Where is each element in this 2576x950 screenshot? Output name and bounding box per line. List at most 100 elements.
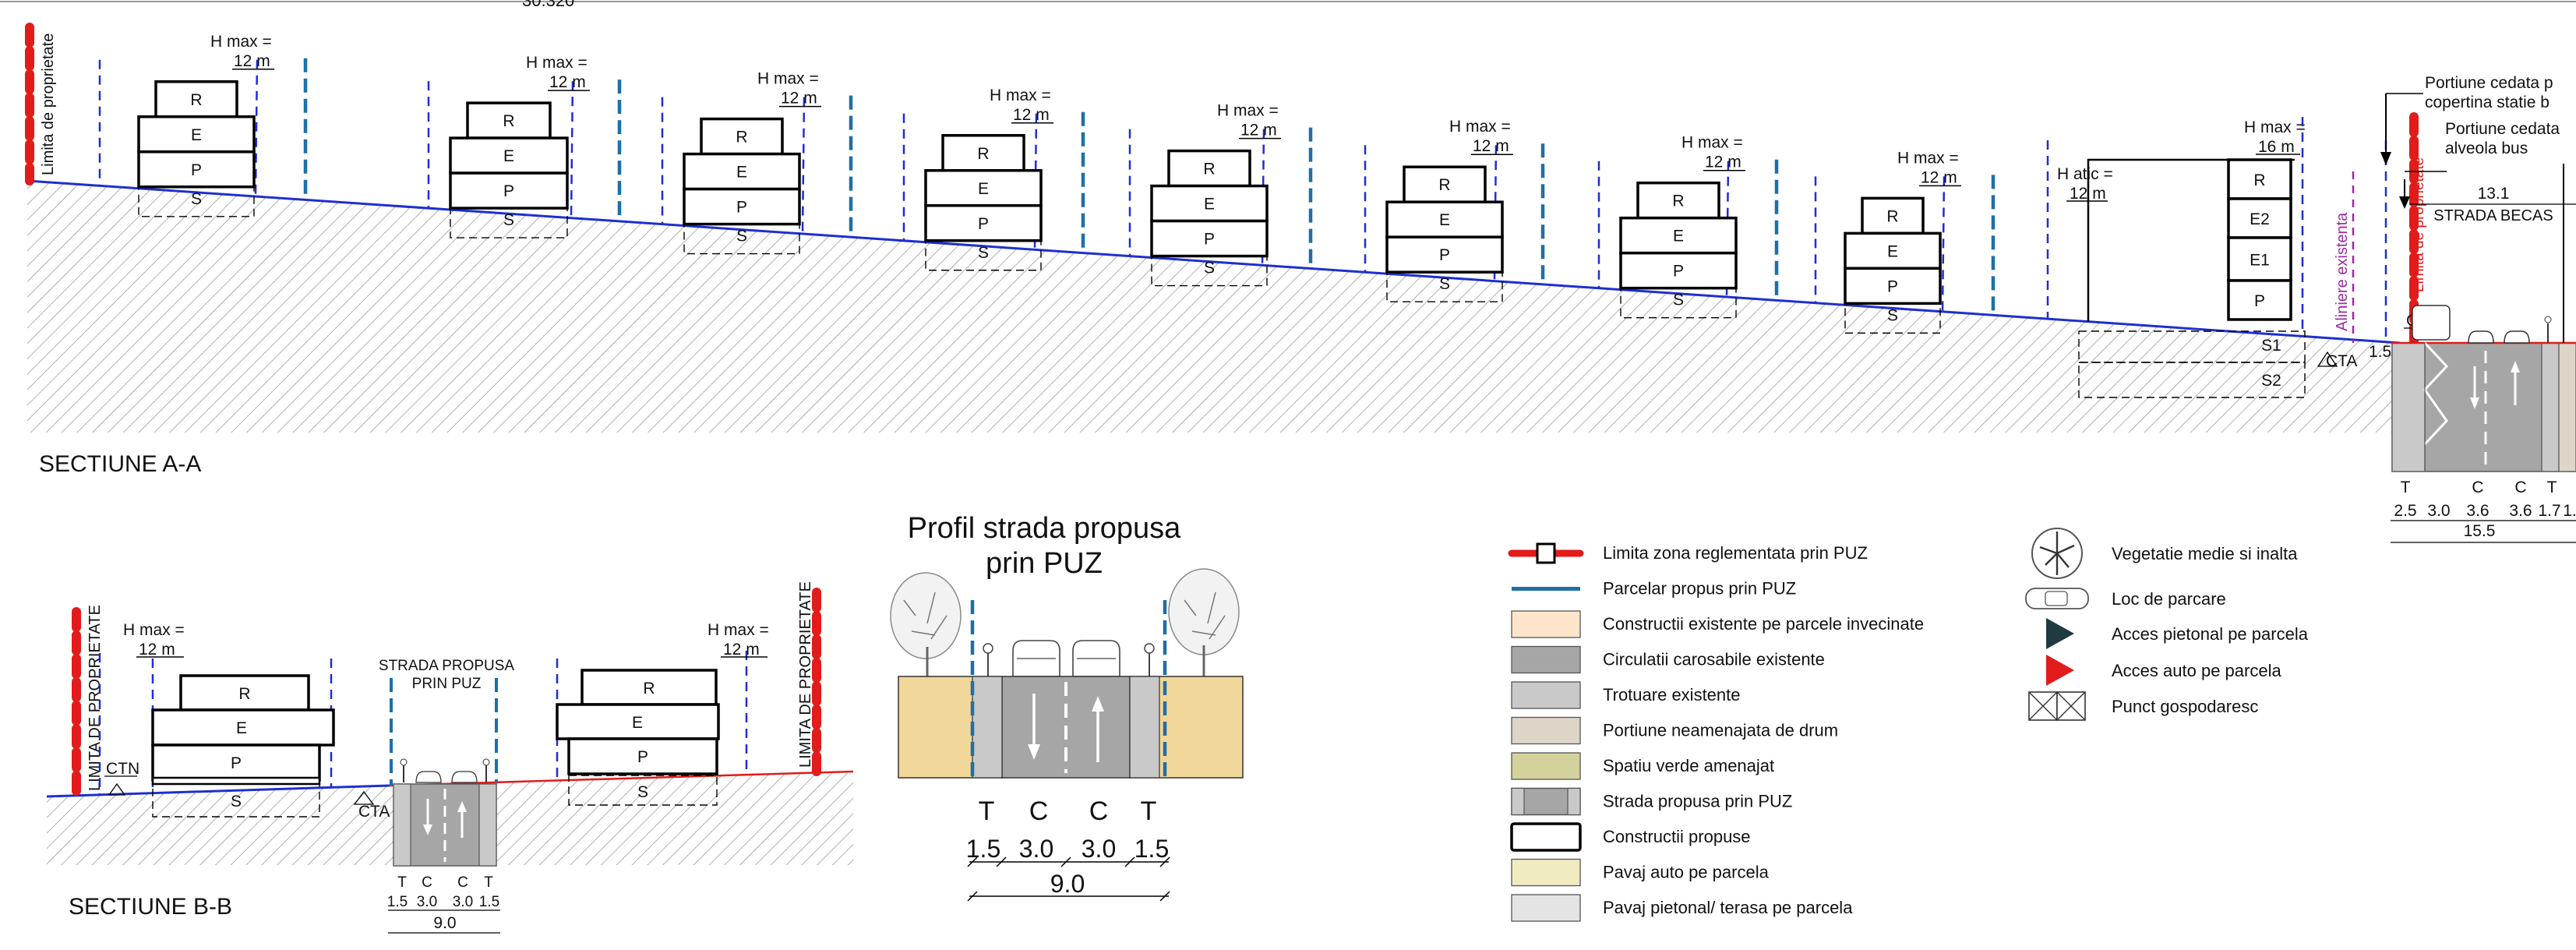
- section-a-title: SECTIUNE A-A: [39, 451, 201, 477]
- basement-label: S: [1204, 260, 1215, 277]
- tree-icon: [2031, 528, 2083, 579]
- floor-label: E: [978, 180, 989, 198]
- profile-dim: 1.: [2563, 502, 2576, 520]
- profile-dim: 3.0: [453, 894, 473, 910]
- pedestrian-access-icon: [2046, 618, 2074, 649]
- floor-e: E: [236, 719, 247, 737]
- hmax-label: H max =: [1449, 118, 1511, 136]
- tall-floor-label: E2: [2250, 210, 2270, 228]
- floor-box-e: [1619, 216, 1738, 255]
- hmax-value-tall: 16 m: [2258, 138, 2295, 156]
- legend-swatch-fill: [1511, 716, 1581, 745]
- profile-letter: C: [2472, 479, 2483, 496]
- floor-box-r: [700, 117, 784, 156]
- profile-dim: 3.6: [2509, 502, 2532, 520]
- dim-tick: [1060, 856, 1071, 867]
- profile-dim: 3.0: [2427, 502, 2450, 520]
- basement-label: S: [736, 228, 747, 245]
- profile-dim: 2.5: [2394, 502, 2416, 520]
- floor-label: P: [1673, 263, 1684, 281]
- legend-symbol-label: Loc de parcare: [2112, 589, 2226, 609]
- legend-swatch-fill: [1511, 894, 1581, 922]
- floor-box-r: [154, 80, 238, 118]
- dim-tick: [1124, 856, 1135, 867]
- floor-label: E: [191, 126, 202, 144]
- profile-letter: T: [484, 874, 493, 891]
- floor-label: P: [1439, 246, 1450, 264]
- car-icon: [2025, 588, 2089, 609]
- legend-swatch-fill: [1511, 610, 1581, 638]
- floor-label: P: [1887, 277, 1898, 295]
- legend-item-label: Portiune neamenajata de drum: [1603, 721, 1838, 740]
- car-icon: [415, 771, 442, 783]
- profile-letter: C: [1029, 796, 1049, 826]
- hmax-label-2: H max =: [708, 621, 769, 639]
- profile-total: 15.5: [2464, 522, 2496, 540]
- profile-letter: C: [1089, 796, 1109, 826]
- street-width-value: 13.1: [2478, 185, 2510, 203]
- legend-item-label: Circulatii carosabile existente: [1603, 650, 1825, 669]
- floor-box-e: [924, 169, 1043, 207]
- floor-label: E: [503, 147, 514, 165]
- legend-swatch-square: [1536, 542, 1556, 564]
- basement-box: [1620, 287, 1737, 319]
- legend-item-label: Constructii existente pe parcele invecin…: [1603, 614, 1924, 634]
- legend-item-label: Pavaj pietonal/ terasa pe parcela: [1603, 898, 1853, 917]
- floor-label: P: [191, 161, 202, 179]
- floor-label: P: [978, 215, 989, 233]
- legend-item-label: Pavaj auto pe parcela: [1603, 863, 1770, 882]
- section-b-title: SECTIUNE B-B: [69, 894, 232, 920]
- floor-box-r: [1636, 181, 1720, 220]
- hmax-label: H max =: [1681, 134, 1743, 152]
- car-icon: [2504, 330, 2530, 344]
- car-icon: [2468, 330, 2494, 344]
- floor-p-2: P: [637, 748, 648, 766]
- car-access-icon: [2046, 655, 2074, 686]
- basement-box: [1386, 271, 1503, 302]
- waste-cross: [2028, 691, 2086, 721]
- car-icon: [451, 771, 478, 783]
- attic-outline: [2087, 158, 2295, 322]
- floor-label: R: [190, 91, 202, 109]
- profile-letter: C: [457, 874, 468, 891]
- property-limit-label-b-left: LIMITA DE PROPRIETATE: [86, 605, 104, 791]
- dim-tick: [1159, 856, 1170, 867]
- profile-letter: T: [979, 796, 995, 826]
- floor-label: E: [736, 164, 747, 182]
- aliniere-label: Aliniere existenta: [2334, 212, 2351, 331]
- property-limit-label-b-right: LIMITA DE PROPRIETATE: [797, 581, 814, 768]
- legend-swatch-fill: [1511, 681, 1581, 709]
- hmax-value: 12 m: [1240, 122, 1277, 139]
- ground-line: [26, 179, 2401, 344]
- floor-label: P: [1204, 231, 1215, 249]
- legend-item-label: Spatiu verde amenajat: [1603, 756, 1774, 775]
- legend-swatch-fill: [1511, 645, 1581, 674]
- street-becas: Limita de proprietate Aliniere existenta…: [2317, 74, 2576, 543]
- ctn-label-b: CTN: [106, 760, 139, 778]
- hmax-value: 12 m: [549, 73, 586, 91]
- bus-icon: [2412, 305, 2451, 341]
- hmax-label: H max =: [526, 54, 588, 72]
- floor-label: R: [503, 112, 514, 130]
- street-profile: Profil strada propusa prin PUZ: [890, 512, 1244, 902]
- hmax-label: H max =: [2244, 118, 2306, 136]
- dim-tick: [967, 856, 978, 867]
- profile-letter: T: [2547, 479, 2557, 496]
- profile-title-1: Profil strada propusa: [908, 512, 1181, 545]
- legend-item-label: Trotuare existente: [1603, 685, 1741, 705]
- basement-s-2: S: [637, 783, 648, 801]
- tree-icon-branches: [2039, 532, 2075, 575]
- profile-dim: 1.5: [1134, 835, 1169, 863]
- plot-boundary-line: [801, 97, 806, 235]
- floor-label: R: [1203, 161, 1215, 178]
- basement-box: [138, 186, 255, 217]
- profile-letter: T: [397, 874, 407, 891]
- hmax-value: 12 m: [1705, 154, 1741, 171]
- cta-label: CTA: [2326, 352, 2357, 370]
- pedestrian-icon: [1144, 643, 1155, 676]
